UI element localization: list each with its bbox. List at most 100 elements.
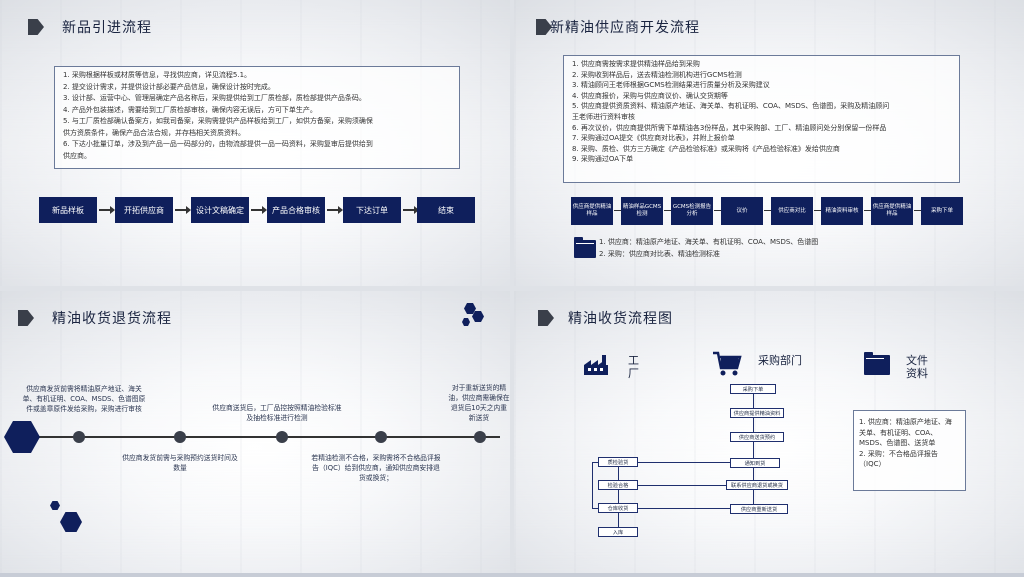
flow-node: 质检验货 — [598, 457, 638, 467]
timeline — [20, 436, 500, 438]
timeline-dot — [375, 431, 387, 443]
list-item: 7. 采购通过OA提交《供应商对比表》，并附上报价单 — [572, 134, 735, 143]
timeline-note: 对于重新送货的精油，供应商需确保在退货后10天之内重新送货 — [448, 384, 510, 422]
connector — [638, 462, 730, 463]
list-item: 关单、有机证明、COA、 — [859, 428, 938, 437]
list-item: 9. 采购通过OA下单 — [572, 155, 634, 164]
title-arrow-icon — [538, 310, 554, 326]
connector — [753, 442, 754, 458]
flow-node: 采购下单 — [730, 384, 776, 394]
list-item: 4. 供应商报价，采购与供应商议价、确认交货期等 — [572, 91, 728, 100]
list-item: 6. 下达小批量订单，涉及到产品一品一码部分的，由物流部提供一品一码资料，采购复… — [63, 140, 373, 148]
list-item: 3. 精油顾问王老师根据GCMS检测结果进行质量分析及采购建议 — [572, 81, 770, 90]
list-item: （IQC） — [859, 460, 886, 468]
flow-step: 精油样品GCMS检测 — [621, 197, 663, 225]
flow-step: 结束 — [417, 197, 475, 223]
flow-step: 开拓供应商 — [115, 197, 173, 223]
connector — [764, 210, 772, 211]
folder-icon — [864, 352, 890, 375]
connector — [618, 513, 619, 527]
arrow-right-icon — [99, 206, 115, 214]
slide-supplier-development: 新精油供应商开发流程 1. 供应商需按需求提供精油样品给到采购 2. 采购收到样… — [514, 0, 1024, 286]
list-item: 4. 产品外包装描述，需要给到工厂质检部审核，确保内容无误后，方可下单生产。 — [63, 105, 317, 114]
timeline-dot — [474, 431, 486, 443]
arrow-right-icon — [175, 206, 191, 214]
flow-node: 仓库收货 — [598, 503, 638, 513]
slide-receiving-return: 精油收货退货流程 供应商发货前需将精油原产地证、海关单、有机证明、COA、MSD… — [0, 291, 510, 577]
connector — [714, 210, 722, 211]
list-item: 1. 供应商：精油原产地证、海 — [859, 418, 952, 426]
flow-step: 下达订单 — [343, 197, 401, 223]
timeline-note: 供应商发货前需将精油原产地证、海关单、有机证明、COA、MSDS、色谱图原件或盖… — [22, 385, 146, 413]
title-arrow-icon — [536, 19, 552, 35]
steps-box: 1. 供应商需按需求提供精油样品给到采购 2. 采购收到样品后，送去精油检测机构… — [563, 55, 960, 183]
flow-step: 供应商提供精油样品 — [571, 197, 613, 225]
connector — [914, 210, 922, 211]
flow-step: 产品合格审核 — [267, 197, 325, 223]
list-item: 6. 再次议价，供应商提供所需下单精油各3份样品，其中采购部、工厂、精油顾问处分… — [572, 123, 887, 132]
flow-step: 设计文稿确定 — [191, 197, 249, 223]
slide-title: 精油收货退货流程 — [52, 311, 172, 327]
purchasing-label: 采购部门 — [758, 354, 802, 367]
list-item: MSDS、色谱图、送货单 — [859, 439, 936, 447]
slide-new-product-process: 新品引进流程 1. 采购根据样板或材质等信息，寻找供应商，详见流程5.1。 2.… — [0, 0, 510, 286]
hexagon-icon — [50, 501, 60, 510]
flow-step: GCMS检测报告分析 — [671, 197, 713, 225]
process-flow: 新品样板 开拓供应商 设计文稿确定 产品合格审核 下达订单 结束 — [39, 197, 475, 223]
list-item: 2. 采购收到样品后，送去精油检测机构进行GCMS检测 — [572, 70, 742, 79]
connector — [592, 508, 598, 509]
flow-step: 新品样板 — [39, 197, 97, 223]
hexagon-icon — [60, 512, 82, 532]
list-item: 8. 采购、质检、供方三方确定《产品检验标准》或采购将《产品检验标准》发给供应商 — [572, 144, 840, 153]
list-item: 2. 采购：不合格品评报告 — [859, 449, 938, 458]
list-item: 王老师进行资料审核 — [572, 112, 635, 121]
connector — [753, 468, 754, 480]
slide-receiving-flowchart: 精油收货流程图 工厂 采购部门 文件资料 采购下单 供应商提供精油资料 供应商送… — [514, 291, 1024, 577]
list-item: 供方资质条件，确保产品合法合规，并存档相关资质资料。 — [63, 128, 245, 137]
flow-step: 供应商对比 — [771, 197, 813, 225]
connector — [638, 508, 730, 509]
connector — [618, 467, 619, 480]
connector — [592, 462, 593, 509]
shopping-cart-icon — [712, 351, 742, 377]
list-item: 供应商。 — [63, 151, 91, 160]
timeline-dot — [73, 431, 85, 443]
connector — [753, 418, 754, 432]
flow-node: 供应商提供精油资料 — [730, 408, 784, 418]
flow-step: 精油资料审核 — [821, 197, 863, 225]
flow-step: 供应商提供精油样品 — [871, 197, 913, 225]
flow-node: 供应商重新送货 — [730, 504, 788, 514]
connector — [638, 485, 726, 486]
notes: 1. 供应商：精油原产地证、海关单、有机证明、COA、MSDS、色谱图 2. 采… — [599, 236, 818, 260]
arrow-right-icon — [403, 206, 419, 214]
list-item: 5. 与工厂质检部确认备案方，如我司备案，采购需提供产品样板给到工厂，如供方备案… — [63, 117, 373, 125]
flow-node: 检验合格 — [598, 480, 638, 490]
flow-node: 通知到货 — [730, 458, 780, 468]
hexagon-icon — [4, 421, 40, 453]
flow-step: 采购下单 — [921, 197, 963, 225]
hexagon-icon — [462, 318, 470, 326]
list-item: 5. 供应商提供资质资料、精油原产地证、海关单、有机证明、COA、MSDS、色谱… — [572, 102, 890, 111]
connector — [753, 490, 754, 504]
flow-step: 议价 — [721, 197, 763, 225]
folder-icon — [574, 237, 596, 258]
connector — [814, 210, 822, 211]
docs-label: 文件资料 — [906, 354, 928, 380]
hexagon-icon — [472, 311, 484, 322]
timeline-dot — [174, 431, 186, 443]
factory-icon — [582, 353, 610, 377]
connector — [618, 490, 619, 503]
docs-box: 1. 供应商：精油原产地证、海 关单、有机证明、COA、 MSDS、色谱图、送货… — [853, 410, 966, 491]
steps-box: 1. 采购根据样板或材质等信息，寻找供应商，详见流程5.1。 2. 提交设计需求… — [54, 66, 460, 169]
title-arrow-icon — [18, 310, 34, 326]
list-item: 2. 提交设计需求，并提供设计部必要产品信息，确保设计按时完成。 — [63, 82, 275, 91]
list-item: 1. 采购根据样板或材质等信息，寻找供应商，详见流程5.1。 — [63, 71, 252, 79]
timeline-note: 供应商送货后，工厂品控按照精油检验标准及抽检标准进行检测 — [212, 404, 342, 422]
arrow-right-icon — [251, 206, 267, 214]
connector — [753, 394, 754, 408]
flow-node: 入库 — [598, 527, 638, 537]
arrow-right-icon — [327, 206, 343, 214]
hexagon-icon — [464, 303, 476, 314]
list-item: 2. 采购：供应商对比表、精油检测标准 — [599, 250, 720, 258]
list-item: 3. 设计部、运营中心、管理层确定产品名称后，采购提供给到工厂质检部，质检部提供… — [63, 94, 366, 102]
